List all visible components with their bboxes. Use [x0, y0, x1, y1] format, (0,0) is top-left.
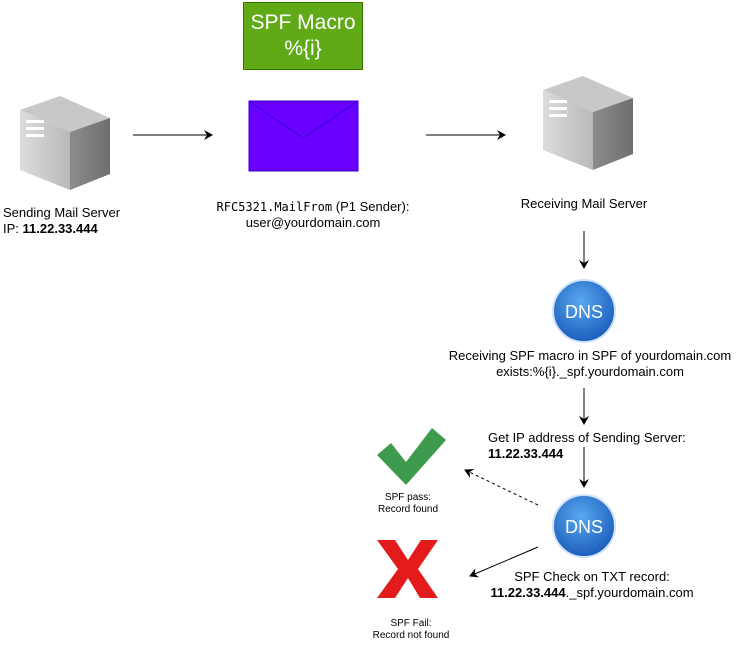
sending-server-icon — [20, 96, 110, 190]
txt-check-line1: SPF Check on TXT record: — [514, 569, 670, 584]
txt-check-record: 11.22.33.444._spf.yourdomain.com — [490, 585, 694, 600]
sending-server-ip: IP: 11.22.33.444 — [3, 221, 98, 236]
dns-lookup-caption: Receiving SPF macro in SPF of yourdomain… — [440, 348, 740, 380]
spf-pass-line1: SPF pass: — [384, 492, 432, 503]
sending-server-label: Sending Mail Server IP: 11.22.33.444 — [3, 205, 120, 237]
spf-macro-title: SPF Macro — [250, 11, 356, 34]
dns-icon-text-2: DNS — [565, 517, 603, 537]
dns-icon-text-1: DNS — [565, 302, 603, 322]
receiving-server-icon — [543, 76, 633, 170]
get-ip-line1: Get IP address of Sending Server: — [488, 430, 686, 445]
spf-pass-label: SPF pass: Record found — [352, 492, 464, 516]
spf-fail-label: SPF Fail: Record not found — [352, 618, 470, 642]
sending-server-name: Sending Mail Server — [3, 205, 121, 220]
get-ip-caption: Get IP address of Sending Server: 11.22.… — [488, 430, 686, 462]
spf-fail-line1: SPF Fail: — [390, 618, 432, 629]
get-ip-value: 11.22.33.444 — [488, 446, 564, 461]
spf-macro-token: %{i} — [284, 37, 322, 60]
arrow-dns2-to-fail — [469, 546, 539, 578]
spf-fail-line2: Record not found — [372, 630, 450, 641]
checkmark-icon — [377, 428, 446, 485]
mailfrom-address: user@yourdomain.com — [245, 215, 381, 230]
mailfrom-label: RFC5321.MailFrom (P1 Sender): user@yourd… — [200, 199, 426, 231]
dns-globe-icon-2: DNS — [552, 494, 616, 558]
dns-globe-icon-1: DNS — [552, 279, 616, 343]
dns-lookup-line1: Receiving SPF macro in SPF of yourdomain… — [448, 348, 732, 363]
txt-check-caption: SPF Check on TXT record: 11.22.33.444._s… — [450, 569, 734, 601]
dns-lookup-line2: exists:%{i}._spf.yourdomain.com — [496, 364, 684, 379]
spf-macro-box: SPF Macro %{i} — [243, 2, 363, 70]
mailfrom-line: RFC5321.MailFrom (P1 Sender): — [216, 199, 410, 214]
arrow-dns2-to-pass — [464, 468, 539, 506]
cross-icon — [377, 540, 438, 598]
envelope-icon — [248, 100, 359, 172]
receiving-server-label: Receiving Mail Server — [520, 196, 648, 211]
spf-pass-line2: Record found — [377, 504, 439, 515]
